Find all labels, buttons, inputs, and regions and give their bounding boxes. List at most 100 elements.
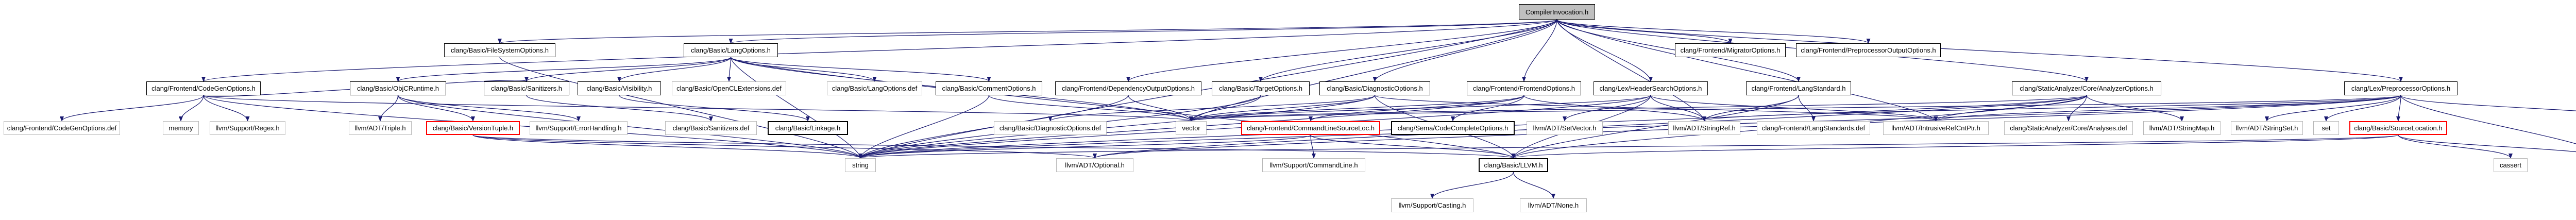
node-vector: vector <box>1176 121 1207 135</box>
node-commentOptions[interactable]: clang/Basic/CommentOptions.h <box>936 81 1042 95</box>
graph-edge <box>858 134 1311 159</box>
graph-edge <box>2398 134 2576 153</box>
graph-edge <box>524 57 732 82</box>
node-codeGenOptionsDef: clang/Frontend/CodeGenOptions.def <box>4 121 120 135</box>
graph-edge <box>730 57 1516 159</box>
node-migratorOptions[interactable]: clang/Frontend/MigratorOptions.h <box>1675 43 1786 57</box>
graph-edge <box>730 57 991 82</box>
node-none: llvm/ADT/None.h <box>1520 198 1587 212</box>
graph-edge <box>472 134 862 159</box>
graph-edge <box>1556 19 1653 82</box>
graph-edge <box>1128 95 1193 122</box>
graph-edge <box>1189 95 1651 122</box>
node-triple: llvm/ADT/Triple.h <box>349 121 412 135</box>
graph-edge <box>858 95 1376 159</box>
node-setVector: llvm/ADT/SetVector.h <box>1527 121 1603 135</box>
node-dependencyOutputOptions[interactable]: clang/Frontend/DependencyOutputOptions.h <box>1055 81 1201 95</box>
graph-edge <box>498 19 1557 44</box>
graph-edge <box>1189 95 1376 122</box>
graph-edge <box>858 95 990 159</box>
graph-edge <box>2324 95 2401 122</box>
graph-edge <box>397 95 475 122</box>
node-stringRef: llvm/ADT/StringRef.h <box>1668 121 1740 135</box>
graph-edge <box>60 95 204 122</box>
node-cassert: cassert <box>2494 158 2528 172</box>
node-regex: llvm/Support/Regex.h <box>210 121 285 135</box>
graph-edge <box>1126 19 1557 82</box>
graph-edge <box>859 134 2399 159</box>
graph-edge <box>1556 19 1871 44</box>
graph-edge <box>1189 95 1524 122</box>
graph-edge <box>1522 19 1557 82</box>
node-set: set <box>2313 121 2339 135</box>
graph-edge <box>378 95 399 122</box>
node-frontendOptions[interactable]: clang/Frontend/FrontendOptions.h <box>1467 81 1581 95</box>
node-stringSet: llvm/ADT/StringSet.h <box>2231 121 2303 135</box>
node-stringMap: llvm/ADT/StringMap.h <box>2143 121 2221 135</box>
graph-edge <box>1310 134 1516 159</box>
node-langOptions[interactable]: clang/Basic/LangOptions.h <box>684 43 778 57</box>
node-headerSearchOptions[interactable]: clang/Lex/HeaderSearchOptions.h <box>1594 81 1708 95</box>
node-preprocessorOutputOptions[interactable]: clang/Frontend/PreprocessorOutputOptions… <box>1796 43 1941 57</box>
node-root: CompilerInvocation.h <box>1519 4 1595 20</box>
graph-edge <box>1310 134 1316 159</box>
graph-edge <box>1189 95 2401 122</box>
graph-edge <box>1702 95 2401 122</box>
node-langStandard[interactable]: clang/Frontend/LangStandard.h <box>1746 81 1851 95</box>
node-openCLExtensionsDef: clang/Basic/OpenCLExtensions.def <box>672 81 786 95</box>
graph-edge <box>2066 95 2087 122</box>
graph-edge <box>1523 95 1706 122</box>
node-analyzerOptions[interactable]: clang/StaticAnalyzer/Core/AnalyzerOption… <box>2012 81 2161 95</box>
graph-edge <box>396 57 732 82</box>
node-diagnosticOptions[interactable]: clang/Basic/DiagnosticOptions.h <box>1319 81 1430 95</box>
graph-edge <box>730 57 862 159</box>
graph-edge <box>1556 19 1733 44</box>
graph-edge <box>1189 19 1557 122</box>
node-objCRuntime[interactable]: clang/Basic/ObjCRuntime.h <box>350 81 446 95</box>
node-preprocessorOptions[interactable]: clang/Lex/PreprocessorOptions.h <box>2344 81 2458 95</box>
node-fileSystemOptions[interactable]: clang/Basic/FileSystemOptions.h <box>444 43 555 57</box>
graph-edge <box>1563 95 1651 122</box>
graph-edge <box>1451 95 1524 122</box>
graph-edge <box>1513 172 1555 199</box>
graph-edge <box>1511 95 1799 159</box>
graph-edge <box>2265 95 2401 122</box>
graph-edge <box>1259 19 1557 82</box>
graph-edge <box>1189 95 1261 122</box>
node-versionTuple[interactable]: clang/Basic/VersionTuple.h <box>426 121 520 135</box>
node-langOptionsDef: clang/Basic/LangOptions.def <box>827 81 922 95</box>
graph-edge <box>1650 95 1706 122</box>
graph-edge <box>1934 95 2087 122</box>
node-intrusiveRefCntPtr: llvm/ADT/IntrusiveRefCntPtr.h <box>1883 121 1989 135</box>
graph-edge <box>617 57 732 82</box>
node-sourceLocation[interactable]: clang/Basic/SourceLocation.h <box>2349 121 2447 135</box>
graph-edge <box>2400 95 2576 111</box>
graph-edge <box>1372 19 1557 82</box>
node-codeCompleteOptions[interactable]: clang/Sema/CodeCompleteOptions.h <box>1391 121 1515 135</box>
graph-edge <box>1702 95 1799 122</box>
graph-edge <box>858 95 2401 159</box>
node-sanitizersDef: clang/Basic/Sanitizers.def <box>665 121 757 135</box>
graph-edge <box>472 134 1515 159</box>
graph-edge <box>526 95 713 122</box>
node-linkage[interactable]: clang/Basic/Linkage.h <box>768 121 848 135</box>
graph-edge <box>1512 134 2399 159</box>
graph-edge <box>203 95 1193 122</box>
node-casting: llvm/Support/Casting.h <box>1391 198 1473 212</box>
node-sanitizers[interactable]: clang/Basic/Sanitizers.h <box>484 81 569 95</box>
node-llvm[interactable]: clang/Basic/LLVM.h <box>1479 158 1548 172</box>
graph-edge <box>1048 95 1376 122</box>
graph-edge <box>472 134 1097 159</box>
node-errorHandling: llvm/Support/ErrorHandling.h <box>530 121 628 135</box>
graph-edge <box>179 95 204 122</box>
graph-edge <box>2400 95 2576 144</box>
node-codeGenOptions[interactable]: clang/Frontend/CodeGenOptions.h <box>146 81 261 95</box>
node-commandLineSourceLoc[interactable]: clang/Frontend/CommandLineSourceLoc.h <box>1241 121 1380 135</box>
graph-edge <box>729 19 1557 44</box>
node-diagnosticOptionsDef: clang/Basic/DiagnosticOptions.def <box>994 121 1107 135</box>
graph-edge <box>2086 95 2184 122</box>
node-targetOptions[interactable]: clang/Basic/TargetOptions.h <box>1212 81 1310 95</box>
node-commandLine: llvm/Support/CommandLine.h <box>1262 158 1365 172</box>
node-visibility[interactable]: clang/Basic/Visibility.h <box>578 81 661 95</box>
